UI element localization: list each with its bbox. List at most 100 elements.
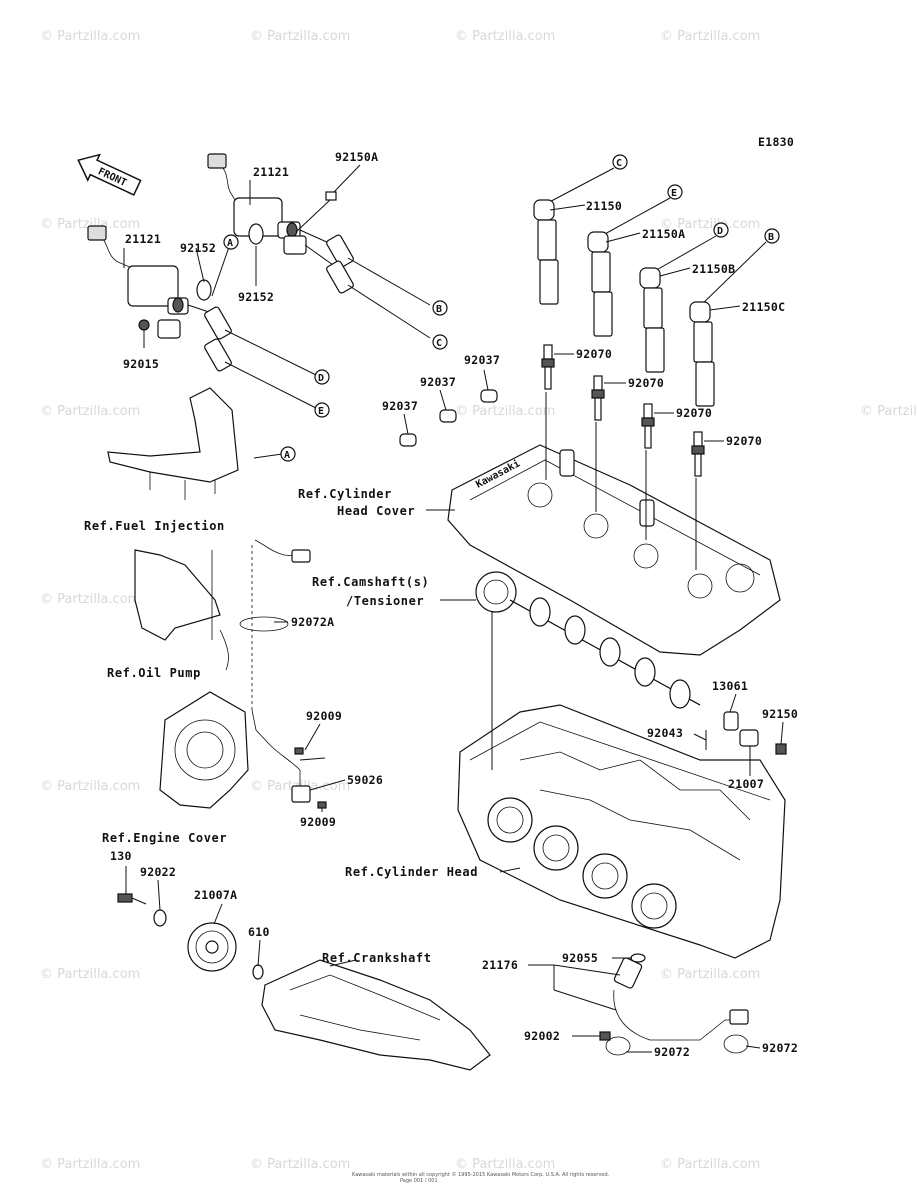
- svg-text:E: E: [318, 406, 324, 417]
- svg-text:B: B: [768, 232, 774, 243]
- svg-text:© Partzilla.com: © Partzilla.com: [40, 1157, 140, 1172]
- callout-e-top: E: [667, 184, 683, 200]
- rotor-21007a: [187, 922, 237, 972]
- label-92037-3: 92037: [382, 399, 418, 413]
- ignition-coil-rear: [207, 153, 341, 271]
- key-610: [252, 964, 264, 980]
- svg-text:© Partzilla.com: © Partzilla.com: [40, 592, 140, 607]
- coil-lead-c: [326, 260, 431, 339]
- grommet-92037-3: [399, 433, 417, 447]
- svg-text:© Partzilla.com: © Partzilla.com: [40, 967, 140, 982]
- coil-lead-d: [204, 306, 317, 376]
- cylinder-head: [457, 704, 786, 959]
- collar-92152-upper: [248, 223, 264, 245]
- svg-text:© Partzilla.com: © Partzilla.com: [40, 217, 140, 232]
- svg-text:© Partzilla.com: © Partzilla.com: [455, 29, 555, 44]
- ref-camshaft-line2: /Tensioner: [346, 594, 424, 608]
- label-92070-4: 92070: [726, 434, 762, 448]
- label-92150: 92150: [762, 707, 798, 721]
- plug-cap-21150b: [639, 235, 717, 373]
- clamp-92072-right: [723, 1034, 749, 1054]
- label-92152-upper: 92152: [180, 241, 216, 255]
- label-92152-lower: 92152: [238, 290, 274, 304]
- svg-text:B: B: [436, 304, 442, 315]
- svg-text:A: A: [227, 238, 233, 249]
- label-130: 130: [110, 849, 132, 863]
- grommet-92037-1: [480, 389, 498, 403]
- label-59026: 59026: [347, 773, 383, 787]
- svg-text:© Partzilla.com: © Partzilla.com: [455, 404, 555, 419]
- label-21150a: 21150A: [642, 227, 685, 241]
- svg-text:© Partzilla.com: © Partzilla.com: [660, 967, 760, 982]
- svg-text:© Partzilla.com: © Partzilla.com: [250, 1157, 350, 1172]
- footer-page: Page 001 / 001: [400, 1178, 438, 1184]
- callout-e-coil: E: [314, 402, 330, 418]
- svg-text:D: D: [318, 373, 324, 384]
- label-92070-3: 92070: [676, 406, 712, 420]
- ref-crankshaft: Ref.Crankshaft: [322, 951, 432, 965]
- svg-text:C: C: [616, 158, 622, 169]
- svg-text:© Partzilla.com: © Partzilla.com: [40, 404, 140, 419]
- label-92002: 92002: [524, 1029, 560, 1043]
- label-13061: 13061: [712, 679, 748, 693]
- svg-text:© Partzilla.com: © Partzilla.com: [660, 29, 760, 44]
- label-610: 610: [248, 925, 270, 939]
- label-92009-lower: 92009: [300, 815, 336, 829]
- screw-92009-upper: [294, 747, 304, 755]
- spark-plug-3: [641, 403, 655, 449]
- footer-copyright: Kawasaki materials within all copyright …: [352, 1171, 610, 1178]
- washer-92022: [153, 909, 167, 927]
- label-21007a: 21007A: [194, 888, 237, 902]
- pickup-coil-59026: [269, 744, 326, 803]
- plug-cap-21150c: [689, 241, 767, 407]
- label-92015: 92015: [123, 357, 159, 371]
- label-21121-upper: 21121: [253, 165, 289, 179]
- engine-cover: [159, 691, 249, 809]
- label-92037-1: 92037: [464, 353, 500, 367]
- label-21150b: 21150B: [692, 262, 735, 276]
- coil-lead-b: [326, 234, 431, 306]
- collar-92152-lower: [196, 279, 212, 301]
- spark-plug-2: [591, 375, 605, 421]
- ref-cylinder-head-cover-line2: Head Cover: [337, 504, 415, 518]
- ref-engine-cover: Ref.Engine Cover: [102, 831, 227, 845]
- oil-pump-plate: [134, 549, 229, 671]
- ref-cylinder-head-cover-line1: Ref.Cylinder: [298, 487, 392, 501]
- svg-text:© Partzilla.com: © Partzilla.com: [660, 1157, 760, 1172]
- label-92022: 92022: [140, 865, 176, 879]
- svg-text:© Partzilla.com: © Partzilla.com: [250, 29, 350, 44]
- label-92043: 92043: [647, 726, 683, 740]
- sensor-21176: [613, 957, 749, 1041]
- cylinder-head-cover: Kawasaki: [447, 444, 781, 656]
- svg-text:D: D: [717, 226, 723, 237]
- label-92072a: 92072A: [291, 615, 334, 629]
- ref-camshaft-line1: Ref.Camshaft(s): [312, 575, 429, 589]
- ref-fuel-injection: Ref.Fuel Injection: [84, 519, 225, 533]
- callout-d-coil: D: [314, 369, 330, 385]
- oring-92055: [630, 953, 646, 963]
- clamp-92072-left: [605, 1036, 631, 1056]
- label-92009-upper: 92009: [306, 709, 342, 723]
- bolt-130: [117, 893, 147, 905]
- sleeve-13061: [723, 711, 739, 731]
- label-92070-1: 92070: [576, 347, 612, 361]
- spark-plug-1: [541, 344, 555, 390]
- label-21007: 21007: [728, 777, 764, 791]
- front-arrow-icon: FRONT: [77, 153, 142, 196]
- label-92055: 92055: [562, 951, 598, 965]
- plug-cap-21150a: [587, 197, 671, 337]
- ref-oil-pump: Ref.Oil Pump: [107, 666, 201, 680]
- label-92072-right: 92072: [762, 1041, 798, 1055]
- grommet-92037-2: [439, 409, 457, 423]
- callout-c-top: C: [612, 154, 628, 170]
- label-21150c: 21150C: [742, 300, 785, 314]
- part-labels: 21121 92150A 21121 92152 92152 92015 211…: [110, 150, 798, 1059]
- sensor-harness: [251, 539, 311, 746]
- reference-labels: Ref.Fuel Injection Ref.Oil Pump Ref.Engi…: [84, 487, 477, 965]
- diagram-code: E1830: [758, 135, 794, 149]
- bolt-92002: [599, 1031, 611, 1041]
- camshaft: [475, 571, 701, 709]
- svg-text:© Partzilla.com: © Partzilla.com: [660, 217, 760, 232]
